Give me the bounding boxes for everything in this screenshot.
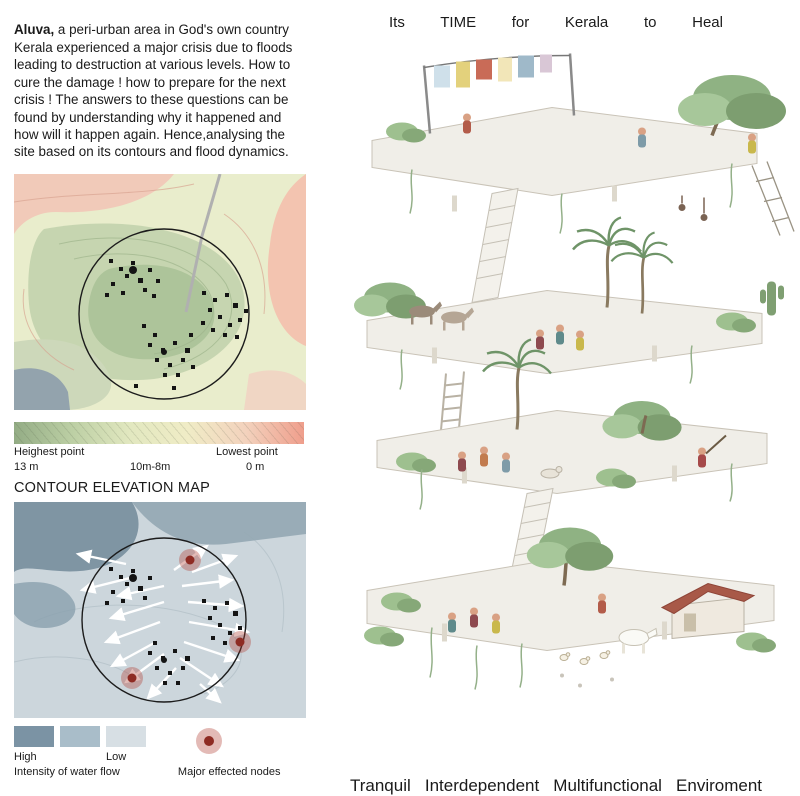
affected-nodes-legend: Major effected nodes [178, 726, 306, 782]
study-area-circle-flow [81, 537, 247, 703]
dog [540, 466, 563, 479]
person-with-stick [698, 434, 727, 468]
flow-intensity-swatch-low [106, 726, 146, 748]
terrace-level-2 [354, 216, 784, 390]
affected-node-icon [195, 728, 222, 755]
flow-high-label: High [14, 751, 37, 764]
stairs-level1-2 [471, 187, 519, 304]
rope-net [751, 161, 795, 236]
elevation-legend: Heighest point Lowest point 13 m 10m-8m … [14, 422, 304, 476]
flow-intensity-swatch-mid [60, 726, 100, 748]
flow-low-label: Low [106, 751, 127, 764]
contour-elevation-map [14, 174, 306, 411]
gradient-hatch-pattern [14, 422, 304, 445]
cactus [760, 281, 784, 316]
study-area-circle [78, 228, 250, 400]
highest-value-label: 13 m [14, 461, 39, 474]
flow-intensity-swatch-high [14, 726, 54, 748]
highest-point-label: Heighest point [14, 446, 85, 459]
hanging-vines-1 [409, 163, 733, 234]
affected-nodes-label: Major effected nodes [177, 766, 281, 779]
affected-node-core [203, 736, 214, 747]
water-flow-map [14, 502, 306, 719]
terrace-level-4 [364, 527, 776, 690]
contour-map-graphic [14, 174, 306, 411]
flow-map-graphic [14, 502, 306, 719]
lowest-point-label: Lowest point [216, 446, 278, 459]
contour-map-title: CONTOUR ELEVATION MAP [14, 480, 210, 497]
mid-value-label: 10m-8m [130, 461, 171, 474]
right-panel-footer: Tranquil Interdependent Multifunctional … [349, 776, 763, 795]
clothesline [422, 53, 576, 134]
flow-intensity-label: Intensity of water flow [14, 766, 120, 779]
left-column: Aluva, a peri-urban area in God's own co… [0, 0, 312, 796]
terrace-level-3 [376, 338, 768, 510]
intro-body: a peri-urban area in God's own country K… [14, 22, 293, 160]
hut [660, 582, 756, 640]
elevation-legend-labels: Heighest point Lowest point 13 m 10m-8m … [14, 444, 304, 476]
building-dots-flow [105, 567, 242, 686]
intro-paragraph: Aluva, a peri-urban area in God's own co… [14, 21, 300, 160]
river-body [14, 502, 139, 573]
flow-arrows [75, 544, 251, 704]
healing-terraces-illustration [354, 53, 795, 690]
right-column: Its TIME for Kerala to Heal [312, 0, 800, 796]
lowest-value-label: 0 m [246, 461, 265, 474]
flow-intensity-swatches: High Low Intensity of water flow [14, 726, 152, 782]
flow-legend: High Low Intensity of water flow Major e… [14, 726, 306, 782]
right-panel-title: Its TIME for Kerala to Heal [389, 14, 723, 31]
building-dots [105, 259, 248, 391]
intro-lead: Aluva, [14, 22, 55, 38]
terrace-level-1 [371, 53, 795, 236]
elevation-gradient-bar [14, 422, 304, 445]
cow [618, 627, 658, 654]
affected-nodes [121, 549, 251, 690]
road-line [184, 174, 222, 313]
hanging-vines-4 [429, 627, 523, 690]
hanging-monkeys [678, 195, 708, 221]
